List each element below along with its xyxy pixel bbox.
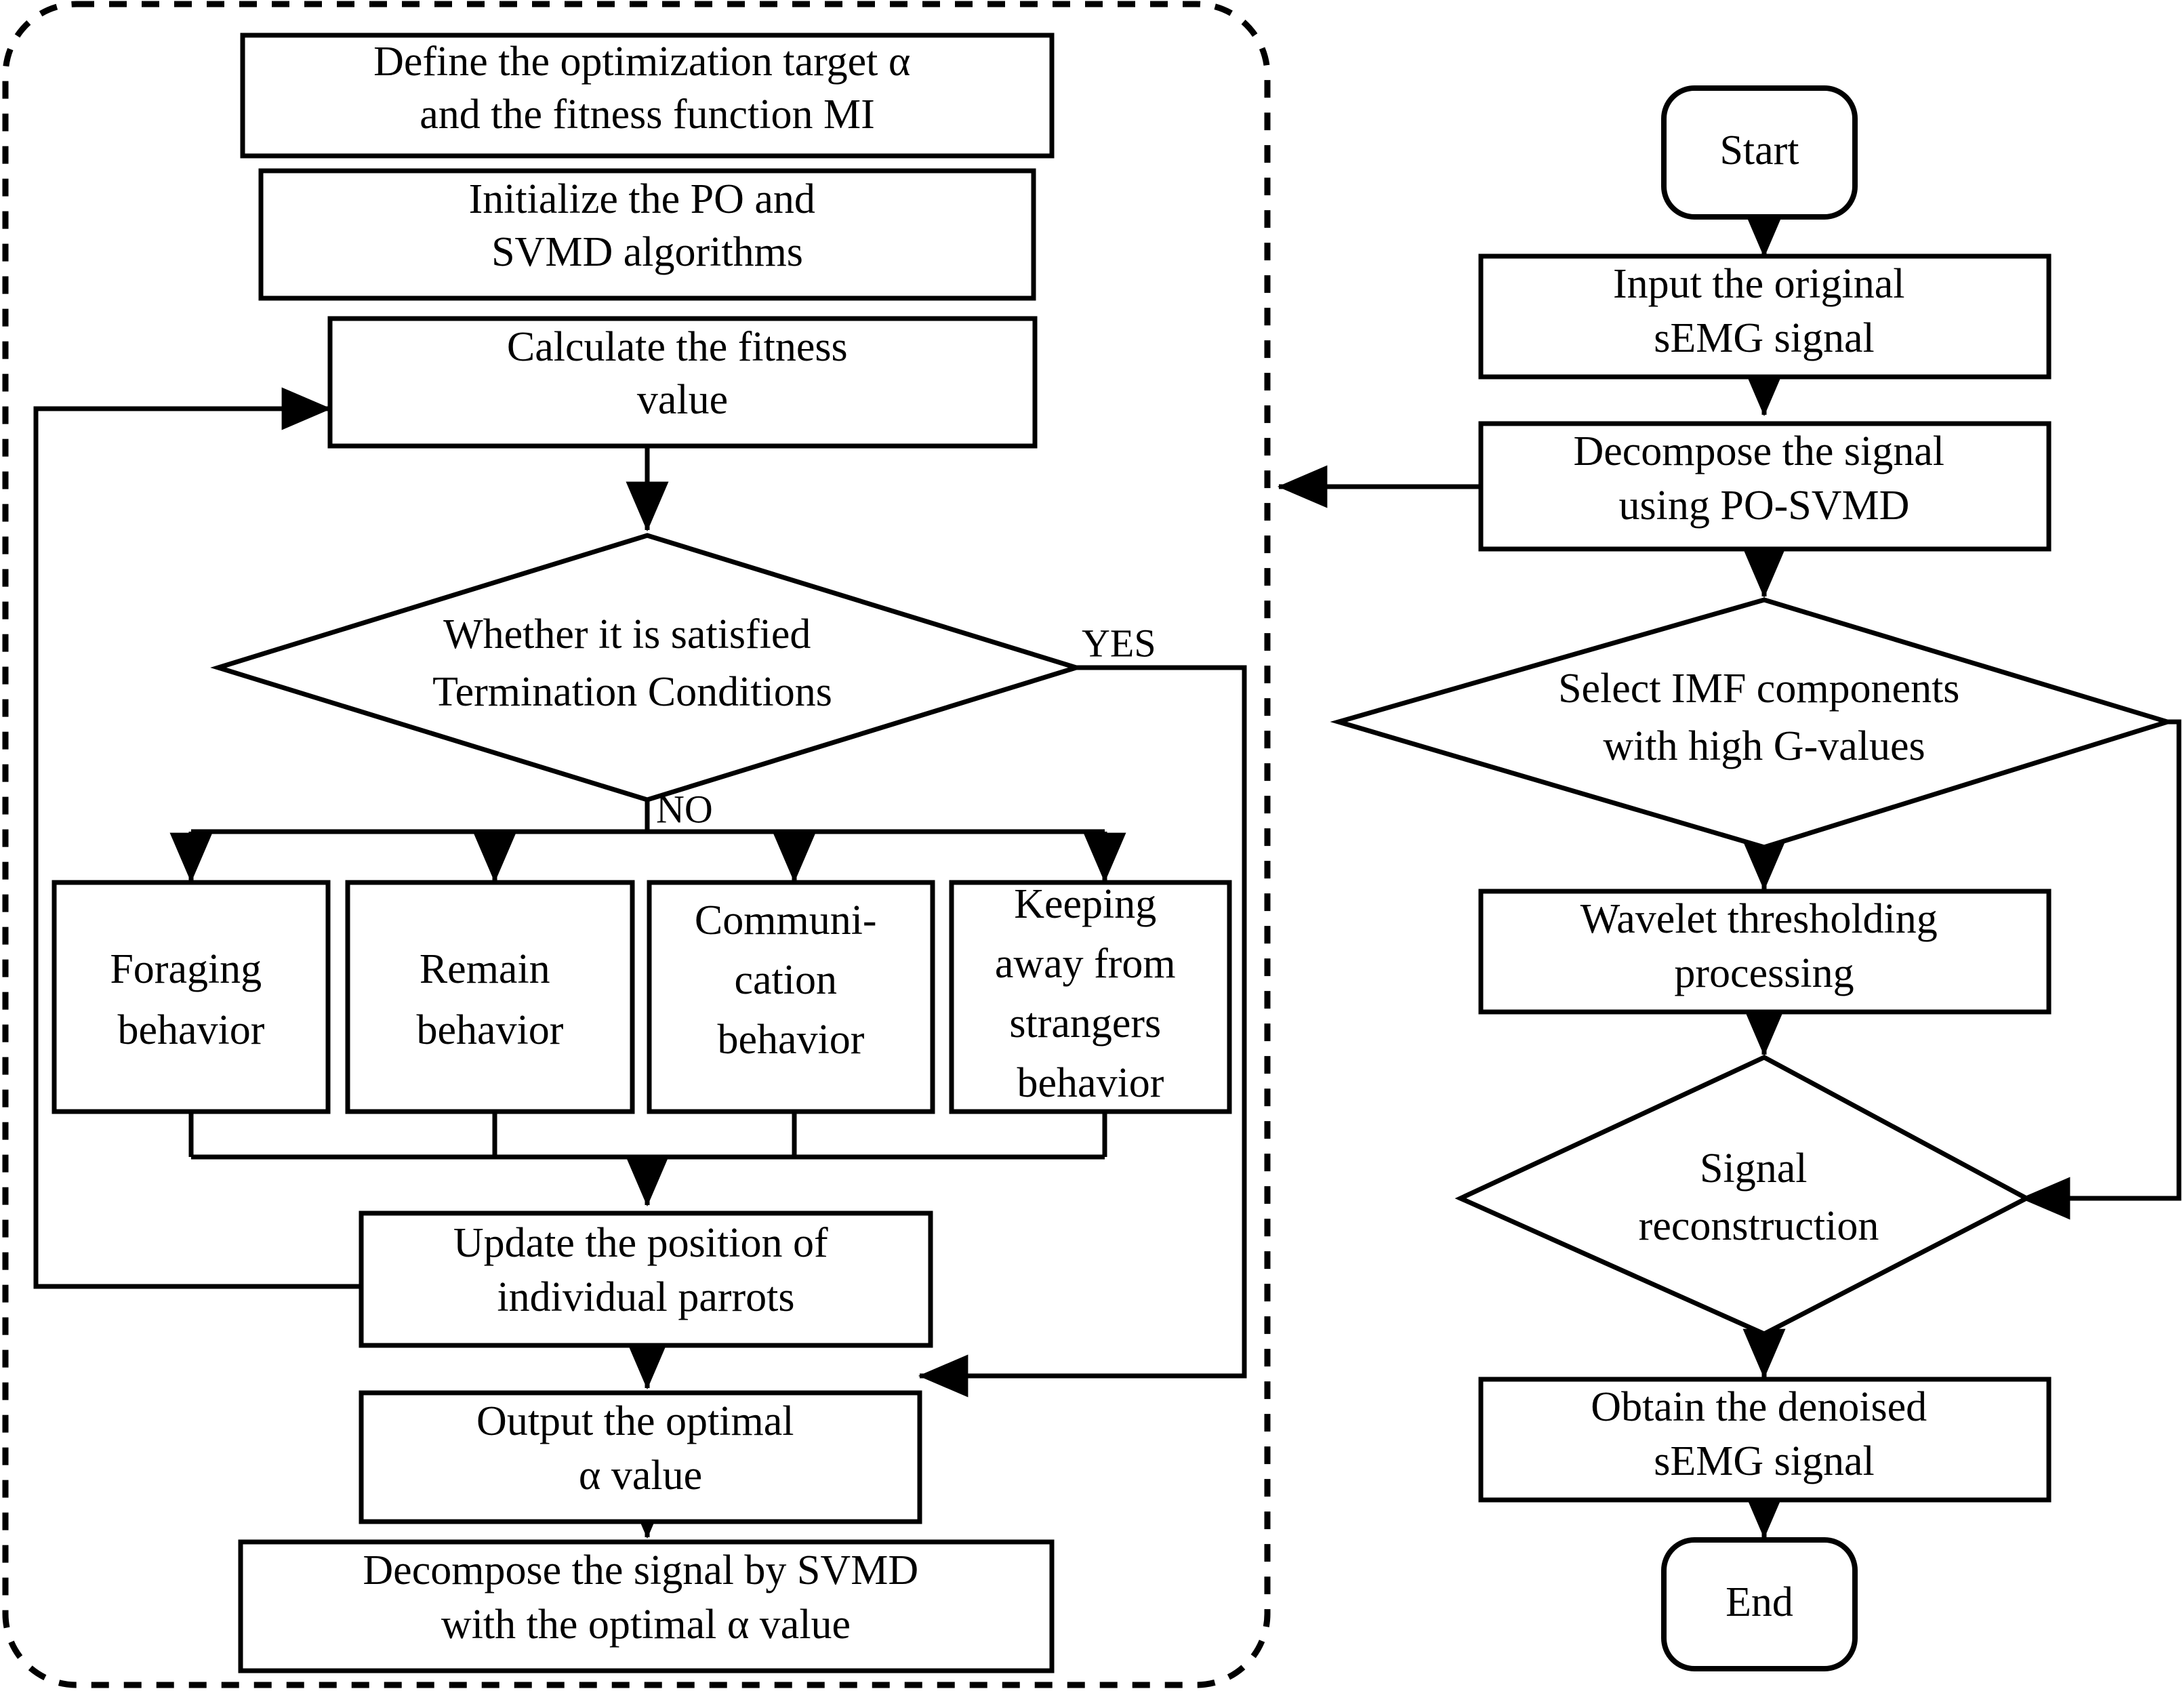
line: Initialize the PO and — [469, 176, 815, 222]
node-start-label: Start — [1719, 127, 1799, 174]
line: Keeping — [1014, 881, 1156, 927]
node-termination-check-label: Whether it is satisfied Termination Cond… — [432, 611, 832, 715]
line: using PO-SVMD — [1619, 483, 1910, 529]
left-connectors — [33, 72, 1247, 1539]
line: Termination Conditions — [432, 669, 832, 715]
node-wavelet-threshold[interactable] — [1478, 889, 2052, 1015]
node-keeping-away-label: Keeping away from strangers behavior — [995, 881, 1186, 1106]
node-initialize[interactable] — [258, 168, 1036, 301]
node-calc-fitness-label: Calculate the fitness value — [507, 324, 858, 423]
dashed-group-boundary — [2, 1, 1271, 1688]
line: Input the original — [1613, 261, 1904, 307]
node-initialize-label: Initialize the PO and SVMD algorithms — [469, 176, 826, 275]
edge-update-feedback-loop — [33, 387, 361, 1289]
line: with high G-values — [1603, 723, 1925, 769]
line: Update the position of — [453, 1220, 828, 1266]
node-output-optimal[interactable] — [359, 1390, 922, 1524]
node-end-label: End — [1726, 1579, 1793, 1625]
line: reconstruction — [1639, 1203, 1879, 1249]
line: and the fitness function MI — [420, 92, 875, 138]
line: strangers — [1009, 1000, 1161, 1046]
line: with the optimal α value — [441, 1602, 851, 1648]
node-select-imf[interactable] — [1330, 597, 2176, 850]
line: behavior — [1017, 1060, 1164, 1106]
node-obtain-denoised-label: Obtain the denoised sEMG signal — [1591, 1384, 1937, 1484]
line: Decompose the signal — [1573, 428, 1944, 474]
line: Decompose the signal by SVMD — [363, 1547, 918, 1593]
node-define-target[interactable] — [240, 33, 1055, 159]
node-decompose-svmd[interactable] — [238, 1539, 1055, 1673]
node-decompose-posvmd-label: Decompose the signal using PO-SVMD — [1573, 428, 1955, 529]
node-define-target-label: Define the optimization target α and the… — [373, 39, 921, 138]
line: Wavelet thresholding — [1580, 896, 1938, 942]
node-input-semg-label: Input the original sEMG signal — [1613, 261, 1915, 361]
line: Output the optimal — [476, 1398, 794, 1444]
line: Obtain the denoised — [1591, 1384, 1927, 1430]
line: Signal — [1700, 1145, 1807, 1192]
node-termination-check[interactable] — [210, 533, 1084, 802]
node-wavelet-threshold-label: Wavelet thresholding processing — [1580, 896, 1949, 996]
line: behavior — [718, 1017, 865, 1063]
line: processing — [1674, 950, 1854, 996]
line: individual parrots — [497, 1274, 794, 1320]
node-signal-reconstruct[interactable] — [1454, 1055, 2032, 1337]
line: cation — [735, 957, 838, 1003]
line: behavior — [118, 1007, 265, 1053]
node-communication-label: Communi- cation behavior — [695, 897, 887, 1063]
node-update-position-label: Update the position of individual parrot… — [453, 1220, 838, 1320]
line: α value — [579, 1452, 702, 1499]
node-foraging[interactable] — [52, 880, 331, 1114]
node-obtain-denoised[interactable] — [1478, 1377, 2052, 1503]
node-end[interactable] — [1661, 1537, 1858, 1671]
node-decompose-posvmd[interactable] — [1478, 421, 2052, 552]
node-remain-label: Remain behavior — [417, 946, 564, 1053]
node-start[interactable] — [1661, 85, 1858, 220]
line: Communi- — [695, 897, 877, 943]
edge-label-yes: YES — [1082, 621, 1156, 665]
node-output-optimal-label: Output the optimal α value — [476, 1398, 804, 1499]
edge-label-no: NO — [656, 787, 713, 831]
line: SVMD algorithms — [491, 229, 803, 275]
node-update-position[interactable] — [359, 1211, 933, 1348]
right-connectors — [1277, 207, 2182, 1539]
node-select-imf-label: Select IMF components with high G-values — [1558, 666, 1970, 769]
line: Foraging — [110, 946, 262, 992]
line: Remain — [420, 946, 550, 992]
node-signal-reconstruct-label: Signal reconstruction — [1639, 1145, 1879, 1249]
line: value — [637, 377, 728, 423]
line: Calculate the fitness — [507, 324, 848, 370]
node-communication[interactable] — [647, 880, 935, 1114]
node-input-semg[interactable] — [1478, 253, 2052, 380]
line: sEMG signal — [1654, 1438, 1875, 1484]
line: Select IMF components — [1558, 666, 1959, 712]
edge-yes-branch — [918, 665, 1247, 1398]
line: away from — [995, 941, 1176, 987]
node-foraging-label: Foraging behavior — [110, 946, 272, 1053]
node-decompose-svmd-label: Decompose the signal by SVMD with the op… — [363, 1547, 929, 1648]
line: Define the optimization target α — [373, 39, 910, 85]
node-remain[interactable] — [345, 880, 635, 1114]
line: Whether it is satisfied — [443, 611, 811, 657]
node-keeping-away[interactable] — [949, 880, 1232, 1114]
line: behavior — [417, 1007, 564, 1053]
node-calc-fitness[interactable] — [327, 316, 1038, 449]
line: sEMG signal — [1654, 315, 1875, 361]
